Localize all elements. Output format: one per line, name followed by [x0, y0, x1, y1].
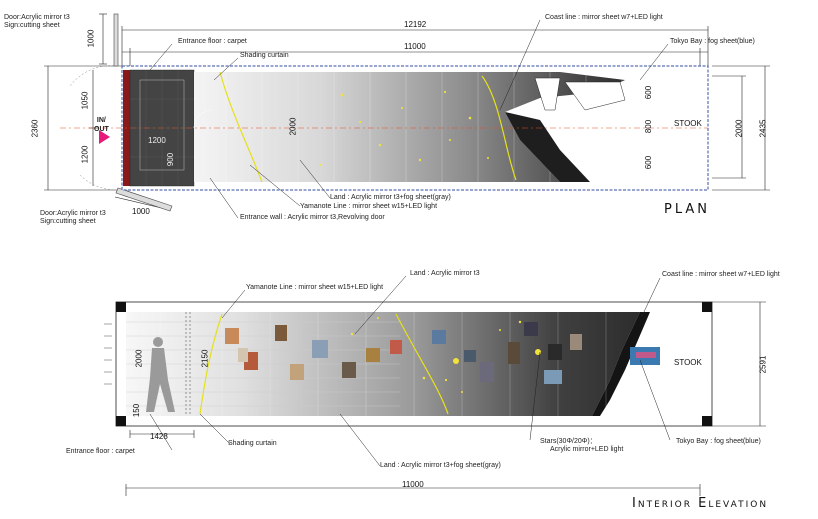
plan-door-bottom-label: Door:Acrylic mirror t3 Sign:cutting shee…	[40, 210, 106, 226]
elevation-dim-height-total: 2591	[758, 355, 768, 374]
elevation-coast-shape	[592, 312, 650, 416]
elevation-view	[104, 275, 766, 496]
elevation-dim-overall: 11000	[402, 480, 424, 489]
plan-dim-inner: 11000	[404, 42, 426, 51]
plan-dim-right-a: 600	[644, 85, 654, 100]
plan-in-out-label: IN/ OUT	[94, 117, 109, 133]
plan-dim-inner-a: 1200	[148, 136, 166, 145]
plan-dim-mid-height: 2000	[288, 117, 298, 136]
plan-entrance-floor-label: Entrance floor : carpet	[178, 38, 247, 45]
plan-stook-label: STOOK	[674, 119, 702, 128]
plan-door-bottom-line2: Sign:cutting sheet	[40, 218, 96, 225]
elevation-land-bottom-label: Land : Acrylic mirror t3+fog sheet(gray)	[380, 462, 501, 469]
elevation-photos	[225, 322, 660, 384]
plan-title: PLAN	[664, 202, 710, 217]
elevation-land-top-label: Land : Acrylic mirror t3	[410, 270, 480, 277]
elevation-dim-2000: 2000	[134, 349, 144, 368]
plan-dim-overall: 12192	[404, 20, 427, 29]
plan-land-label: Land : Acrylic mirror t3+fog sheet(gray)	[330, 194, 451, 201]
plan-dim-door-bottom: 1000	[132, 207, 150, 216]
plan-dim-left-upper: 1050	[80, 91, 90, 110]
plan-view	[44, 13, 770, 219]
plan-coast-shape	[505, 112, 590, 182]
plan-dim-left-total: 2360	[30, 119, 40, 138]
plan-dim-right-b: 800	[644, 119, 654, 134]
elevation-entrance-floor-label: Entrance floor : carpet	[66, 448, 135, 455]
elevation-coast-line	[395, 313, 449, 415]
plan-tokyo-bay-label: Tokyo Bay : fog sheet(blue)	[670, 38, 755, 45]
plan-entry-arrow	[99, 130, 110, 144]
elevation-yamanote-label: Yamanote Line : mirror sheet w15+LED lig…	[246, 284, 384, 291]
elevation-coast-line-label: Coast line : mirror sheet w7+LED light	[662, 271, 780, 278]
plan-door-top-line2: Sign:cutting sheet	[4, 22, 60, 29]
plan-door-top-line1: Door:Acrylic mirror t3	[4, 14, 70, 21]
plan-dim-right-total: 2435	[758, 119, 768, 138]
elevation-dim-150: 150	[132, 403, 142, 418]
plan-dim-right-c: 600	[644, 155, 654, 170]
elevation-stars	[299, 317, 541, 393]
plan-door-top-label: Door:Acrylic mirror t3 Sign:cutting shee…	[4, 14, 70, 30]
plan-yamanote-label: Yamanote Line : mirror sheet w15+LED lig…	[300, 203, 438, 210]
plan-dim-left-lower: 1200	[80, 145, 90, 164]
plan-door-top	[113, 13, 119, 67]
plan-stars	[319, 90, 489, 166]
plan-door-bottom	[115, 187, 173, 212]
plan-entrance-wall-label: Entrance wall : Acrylic mirror t3,Revolv…	[240, 214, 385, 221]
elevation-dim-1428: 1428	[150, 432, 168, 441]
plan-dim-door-top: 1000	[86, 29, 96, 48]
plan-door-bottom-line1: Door:Acrylic mirror t3	[40, 210, 106, 217]
elevation-tokyo-bay-label: Tokyo Bay : fog sheet(blue)	[676, 438, 761, 445]
plan-shading-curtain-label: Shading curtain	[240, 52, 289, 59]
elevation-title: Interior Elevation	[632, 496, 769, 511]
elevation-stars-line2: Acrylic mirror+LED light	[550, 446, 624, 453]
plan-dim-inner-b: 900	[166, 152, 176, 167]
plan-coast-line	[481, 75, 517, 181]
elevation-dim-2150: 2150	[200, 349, 210, 368]
elevation-stars-label: Stars(30Φ/20Φ)： Acrylic mirror+LED light	[540, 438, 623, 454]
human-silhouette	[146, 337, 175, 412]
plan-dim-right-inner: 2000	[734, 119, 744, 138]
elevation-shading-curtain-label: Shading curtain	[228, 440, 277, 447]
elevation-stook-label: STOOK	[674, 358, 702, 367]
plan-coast-line-label: Coast line : mirror sheet w7+LED light	[545, 14, 663, 21]
elevation-yamanote-line	[199, 313, 223, 415]
elevation-stars-line1: Stars(30Φ/20Φ)：	[540, 438, 597, 445]
